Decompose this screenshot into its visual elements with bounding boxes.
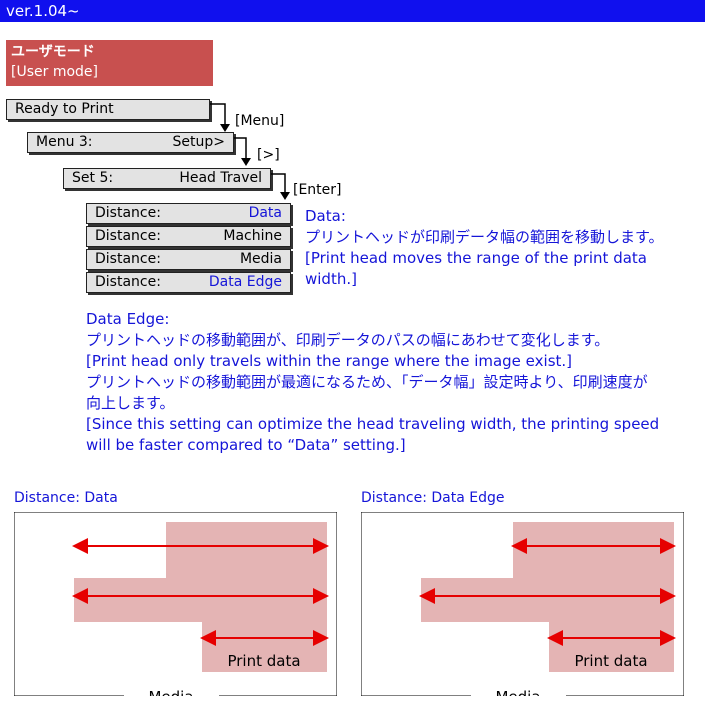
media-label: Media (148, 688, 193, 696)
data-edge-note-en-2b: will be faster compared to “Data” settin… (86, 436, 406, 454)
menu-setup-index: Menu 3: (36, 134, 93, 150)
version-text: ver.1.04~ (6, 2, 80, 20)
diagram-data-edge-title: Distance: Data Edge (361, 490, 505, 506)
menu-setup-label: Setup> (172, 134, 225, 150)
data-edge-note-jp-2b: 向上します。 (86, 394, 175, 412)
data-note-en-2: width.] (305, 270, 357, 288)
diagram-data-edge: Print data Media (361, 512, 684, 696)
option-machine: Distance: Machine (86, 226, 291, 247)
option-media: Distance: Media (86, 249, 291, 270)
menu-head-travel-index: Set 5: (72, 170, 114, 186)
menu-ready-to-print: Ready to Print (6, 99, 210, 120)
data-note-en-1: [Print head moves the range of the print… (305, 249, 647, 267)
key-right: [>] (257, 147, 280, 163)
diagram-data-title: Distance: Data (14, 490, 118, 506)
data-edge-note-jp-1: プリントヘッドの移動範囲が、印刷データのパスの幅にあわせて変化します。 (86, 331, 610, 349)
option-data: Distance: Data (86, 203, 291, 224)
print-data-label: Print data (574, 652, 647, 670)
user-mode-title-en: [User mode] (11, 64, 98, 80)
data-edge-note-jp-2a: プリントヘッドの移動範囲が最適になるため、「データ幅」設定時より、印刷速度が (86, 373, 648, 391)
data-edge-note: Data Edge: プリントヘッドの移動範囲が、印刷データのパスの幅にあわせて… (86, 309, 701, 456)
data-note: Data: プリントヘッドが印刷データ幅の範囲を移動します。 [Print he… (305, 206, 700, 290)
data-note-jp: プリントヘッドが印刷データ幅の範囲を移動します。 (305, 228, 664, 246)
media-label: Media (495, 688, 540, 696)
menu-head-travel-label: Head Travel (179, 170, 262, 186)
user-mode-badge: ユーザモード [User mode] (6, 40, 213, 86)
version-bar: ver.1.04~ (0, 0, 705, 22)
menu-ready-label: Ready to Print (15, 101, 114, 117)
menu-head-travel: Set 5: Head Travel (63, 168, 271, 189)
data-note-title: Data: (305, 207, 346, 225)
flow-connectors (210, 103, 290, 200)
key-enter: [Enter] (293, 182, 342, 198)
print-data-label: Print data (227, 652, 300, 670)
data-edge-note-en-1: [Print head only travels within the rang… (86, 352, 573, 370)
menu-setup: Menu 3: Setup> (27, 132, 234, 153)
data-edge-note-en-2a: [Since this setting can optimize the hea… (86, 415, 660, 433)
option-data-edge: Distance: Data Edge (86, 272, 291, 293)
key-menu: [Menu] (235, 113, 285, 129)
user-mode-title-jp: ユーザモード (11, 44, 95, 60)
data-edge-note-title: Data Edge: (86, 310, 170, 328)
diagram-data: Print data Media (14, 512, 337, 696)
